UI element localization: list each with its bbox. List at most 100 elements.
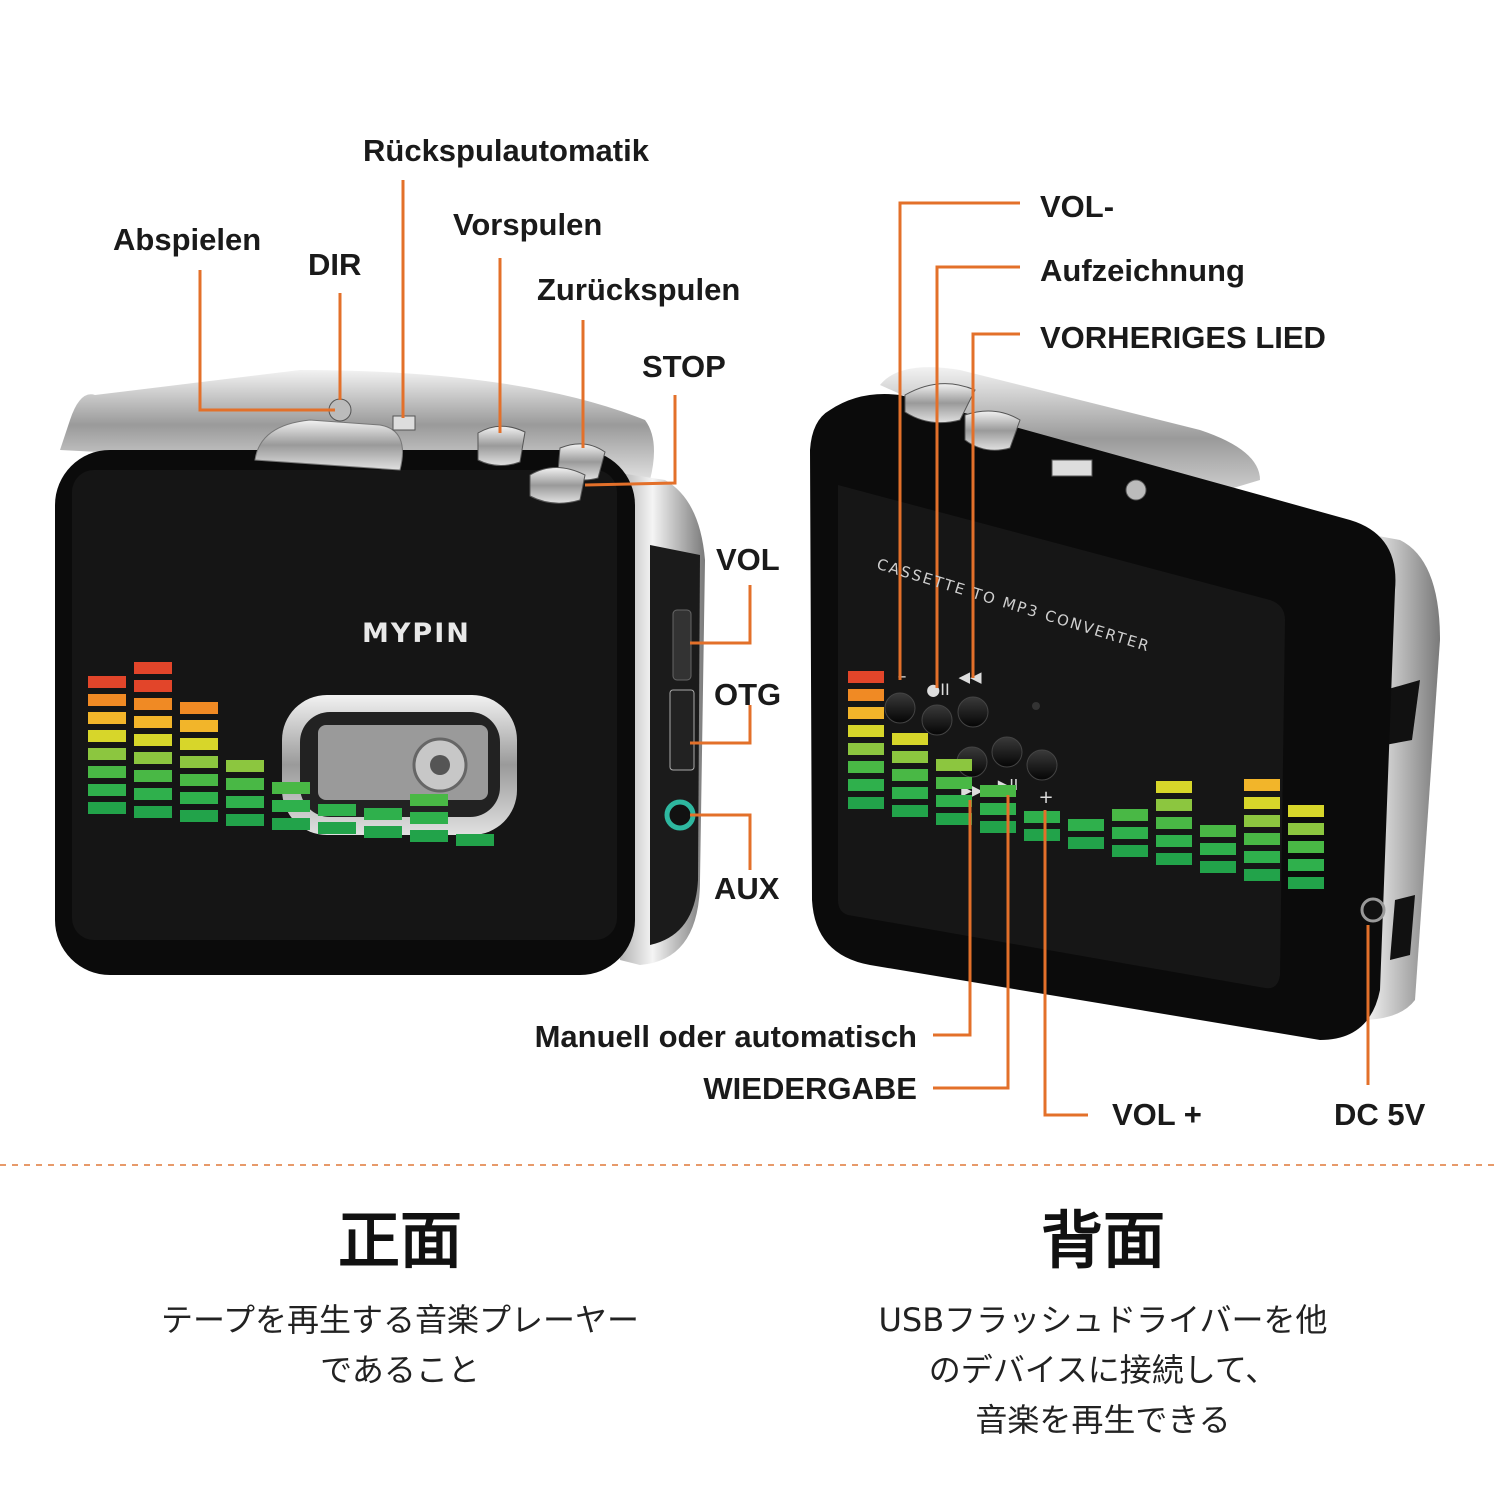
eq-segment	[364, 808, 402, 820]
aux-jack-icon[interactable]	[664, 799, 696, 831]
back-buttons: – ●II ◀◀ ▶▶ ▶II +	[884, 666, 1058, 808]
eq-segment	[892, 733, 928, 745]
eq-segment	[1288, 823, 1324, 835]
brand-logo: MYPIN	[362, 618, 471, 649]
label-previous-song: VORHERIGES LIED	[1040, 320, 1326, 355]
eq-segment	[134, 698, 172, 710]
eq-segment	[226, 778, 264, 790]
label-manual-auto: Manuell oder automatisch	[534, 1019, 917, 1054]
label-rewind-auto: Rückspulautomatik	[363, 133, 649, 168]
eq-segment	[1244, 833, 1280, 845]
eq-segment	[88, 748, 126, 760]
eq-segment	[88, 676, 126, 688]
vol-plus-button[interactable]	[1026, 749, 1058, 781]
eq-segment	[1068, 819, 1104, 831]
eq-segment	[180, 774, 218, 786]
eq-segment	[1024, 811, 1060, 823]
eq-segment	[272, 782, 310, 794]
back-desc-line-3: 音楽を再生できる	[975, 1401, 1231, 1439]
back-device: – ●II ◀◀ ▶▶ ▶II +	[810, 367, 1440, 1040]
front-description: テープを再生する音楽プレーヤー であること	[90, 1295, 710, 1395]
prev-button[interactable]	[957, 696, 989, 728]
dc-jack-icon[interactable]	[1360, 897, 1386, 923]
eq-segment	[980, 821, 1016, 833]
eq-segment	[364, 826, 402, 838]
rewind-icon: ◀◀	[958, 668, 982, 686]
eq-segment	[892, 787, 928, 799]
eq-segment	[410, 830, 448, 842]
eq-segment	[134, 752, 172, 764]
eq-segment	[980, 785, 1016, 797]
eq-segment	[1244, 797, 1280, 809]
label-dc: DC 5V	[1334, 1097, 1426, 1132]
label-record: Aufzeichnung	[1040, 253, 1245, 288]
eq-segment	[134, 734, 172, 746]
eq-segment	[180, 810, 218, 822]
eq-segment	[134, 806, 172, 818]
eq-segment	[1112, 845, 1148, 857]
eq-segment	[88, 694, 126, 706]
usb-port-icon[interactable]	[669, 689, 695, 771]
eq-segment	[318, 822, 356, 834]
eq-segment	[980, 803, 1016, 815]
label-otg: OTG	[714, 677, 782, 712]
label-rewind: Zurückspulen	[537, 272, 741, 307]
eq-segment	[1200, 825, 1236, 837]
eq-segment	[226, 796, 264, 808]
eq-segment	[88, 802, 126, 814]
eq-segment	[88, 730, 126, 742]
label-playback: WIEDERGABE	[703, 1071, 917, 1106]
front-desc-line-2: であること	[320, 1351, 480, 1389]
eq-segment	[1244, 851, 1280, 863]
label-vol-minus: VOL-	[1040, 189, 1115, 224]
eq-segment	[1288, 859, 1324, 871]
record-button[interactable]	[921, 704, 953, 736]
ff-button-icon[interactable]	[477, 425, 526, 466]
eq-segment	[180, 738, 218, 750]
back-desc-line-1: USBフラッシュドライバーを他	[878, 1301, 1328, 1339]
eq-segment	[226, 760, 264, 772]
stop-button-icon[interactable]	[529, 467, 586, 504]
eq-segment	[1244, 779, 1280, 791]
eq-segment	[134, 662, 172, 674]
eq-segment	[180, 792, 218, 804]
eq-segment	[1200, 843, 1236, 855]
plus-icon: +	[1038, 787, 1053, 808]
label-aux: AUX	[714, 871, 780, 906]
label-vol-plus: VOL +	[1112, 1097, 1202, 1132]
eq-segment	[410, 812, 448, 824]
back-desc-line-2: のデバイスに接続して、	[928, 1351, 1278, 1389]
eq-segment	[272, 818, 310, 830]
eq-segment	[936, 795, 972, 807]
playback-button[interactable]	[991, 736, 1023, 768]
front-desc-line-1: テープを再生する音楽プレーヤー	[160, 1301, 640, 1339]
eq-segment	[848, 761, 884, 773]
eq-segment	[180, 756, 218, 768]
eq-segment	[134, 770, 172, 782]
eq-segment	[936, 813, 972, 825]
eq-segment	[180, 702, 218, 714]
volume-wheel-icon[interactable]	[672, 609, 692, 681]
back-description: USBフラッシュドライバーを他 のデバイスに接続して、 音楽を再生できる	[793, 1295, 1413, 1445]
eq-segment	[88, 712, 126, 724]
back-heading: 背面	[1040, 1204, 1165, 1277]
play-button-icon[interactable]	[254, 419, 403, 471]
eq-segment	[848, 671, 884, 683]
eq-segment	[1244, 869, 1280, 881]
label-dir: DIR	[308, 247, 362, 282]
eq-segment	[1156, 781, 1192, 793]
equalizer-icon	[848, 671, 1324, 889]
vol-minus-button[interactable]	[884, 692, 916, 724]
eq-segment	[848, 743, 884, 755]
eq-segment	[1112, 827, 1148, 839]
eq-segment	[892, 769, 928, 781]
auto-reverse-switch-icon[interactable]	[392, 415, 416, 431]
eq-segment	[88, 784, 126, 796]
eq-segment	[1112, 809, 1148, 821]
equalizer-icon	[88, 662, 494, 846]
eq-segment	[1024, 829, 1060, 841]
label-play: Abspielen	[113, 222, 262, 257]
eq-segment	[1288, 805, 1324, 817]
eq-segment	[936, 759, 972, 771]
eq-segment	[848, 779, 884, 791]
